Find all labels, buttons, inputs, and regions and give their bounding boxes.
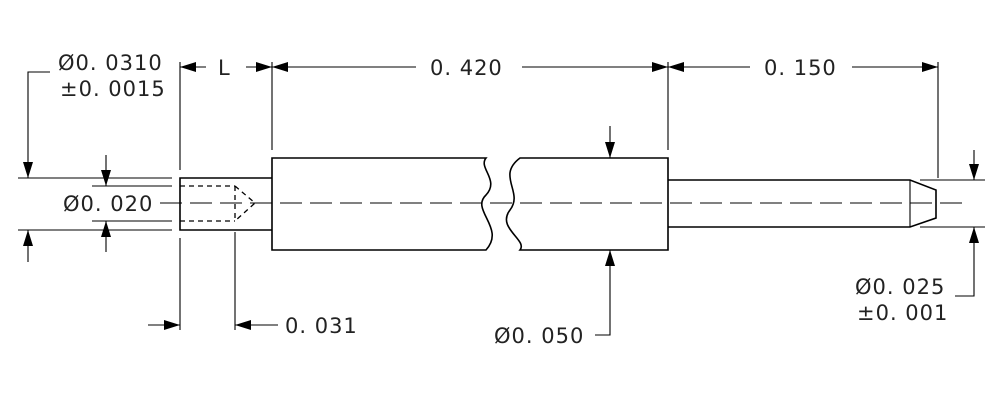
dia-025-label: Ø0. 025 — [855, 275, 945, 299]
dim-150-label: 0. 150 — [764, 56, 837, 80]
extension-lines — [18, 62, 985, 330]
part-outline — [179, 157, 937, 251]
dim-031-label: 0. 031 — [285, 314, 358, 338]
dimension-labels: Ø0. 0310 ±0. 0015 L 0. 420 0. 150 Ø0. 02… — [58, 51, 948, 348]
dim-420-label: 0. 420 — [430, 56, 503, 80]
dim-L-label: L — [218, 56, 231, 80]
dimension-lines — [23, 62, 979, 336]
dia-0310-label: Ø0. 0310 — [58, 51, 163, 75]
tol-0015-label: ±0. 0015 — [60, 77, 166, 101]
dia-050-label: Ø0. 050 — [494, 324, 584, 348]
hidden-bore — [180, 185, 256, 222]
dia-020-label: Ø0. 020 — [63, 192, 153, 216]
tol-001-label: ±0. 001 — [857, 301, 948, 325]
